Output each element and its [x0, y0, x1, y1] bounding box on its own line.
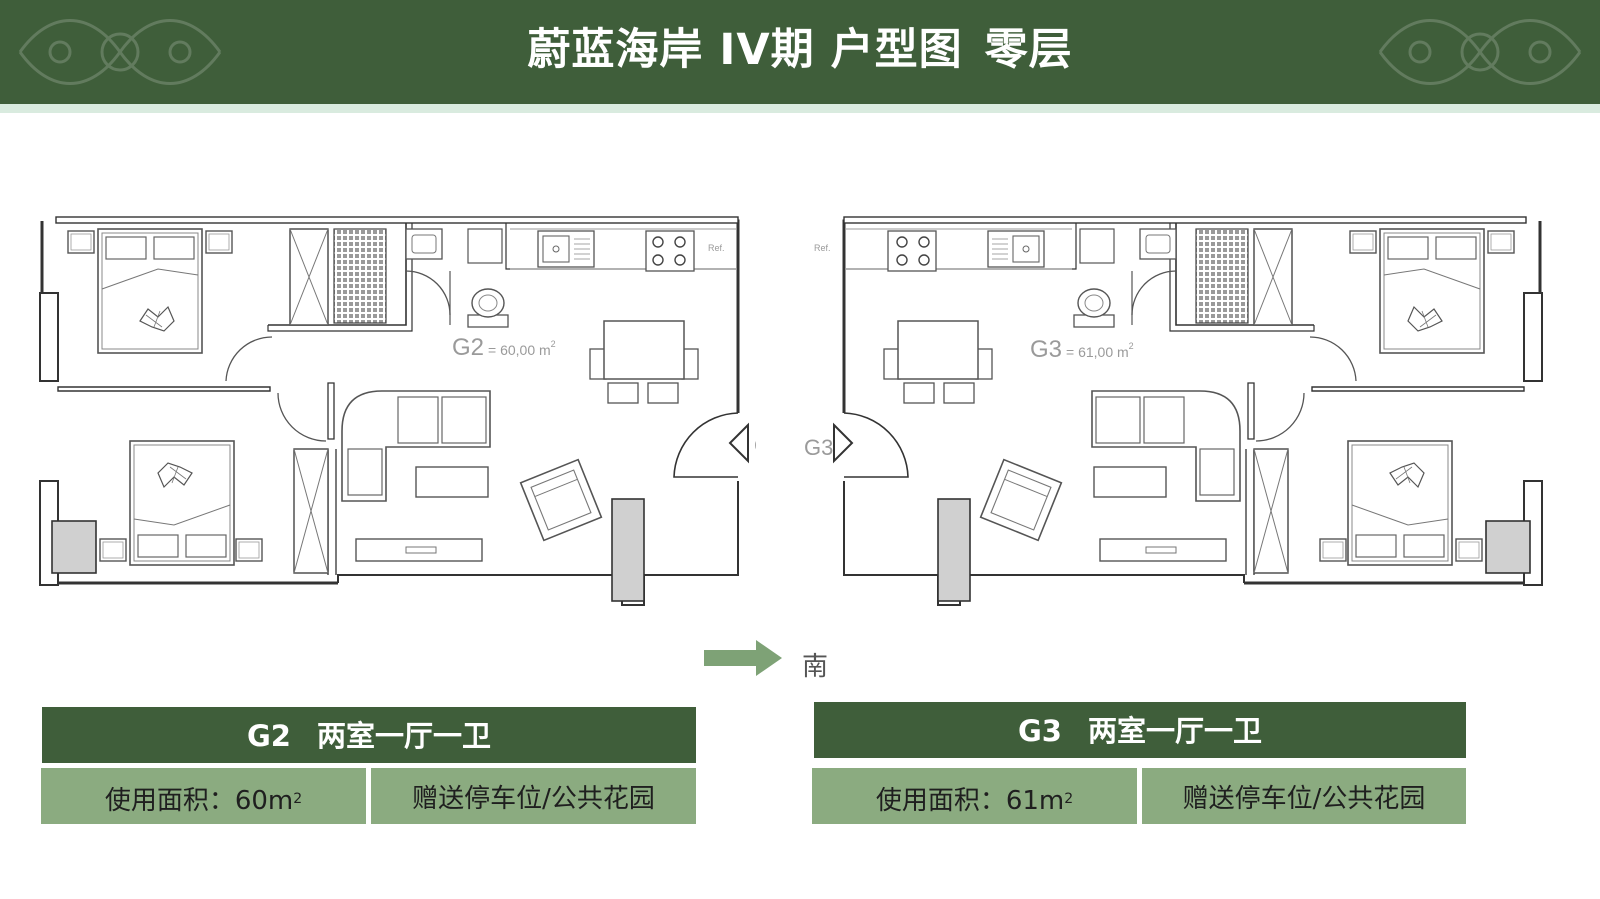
floor-plan-g3: Ref. G3= 61,00 m2 G3: [804, 216, 1543, 606]
floor-plan-g2: Ref. G2= 60,00 m2 G2: [39, 216, 756, 606]
ornament-left-icon: [18, 19, 222, 85]
area-label-g2: G2= 60,00 m2: [452, 334, 556, 361]
entry-arrow-g2-icon: [728, 422, 749, 464]
header-bar: 蔚蓝海岸 IV期 户型图零层: [0, 0, 1600, 104]
door-label-g2: G2: [754, 433, 756, 458]
perk-cell-g3: 赠送停车位/公共花园: [1142, 768, 1466, 824]
title-main: 蔚蓝海岸 IV期 户型图: [527, 25, 963, 75]
compass-label: 南: [802, 652, 829, 682]
perk-cell-g2: 赠送停车位/公共花园: [371, 768, 696, 824]
door-label-g3: G3: [804, 435, 833, 460]
area-label-g3: G3= 61,00 m2: [1030, 336, 1134, 363]
entry-arrow-g3-icon: [833, 422, 854, 464]
page-title: 蔚蓝海岸 IV期 户型图零层: [0, 0, 1600, 104]
ref-label: Ref.: [708, 243, 725, 253]
area-cell-g2: 使用面积：60m2: [41, 768, 366, 824]
title-floor: 零层: [984, 25, 1073, 75]
ornament-right-icon: [1378, 19, 1582, 85]
ref-label: Ref.: [814, 243, 831, 253]
south-arrow-icon: [704, 640, 782, 676]
area-cell-g3: 使用面积：61m2: [812, 768, 1137, 824]
header-stripe: [0, 104, 1600, 113]
